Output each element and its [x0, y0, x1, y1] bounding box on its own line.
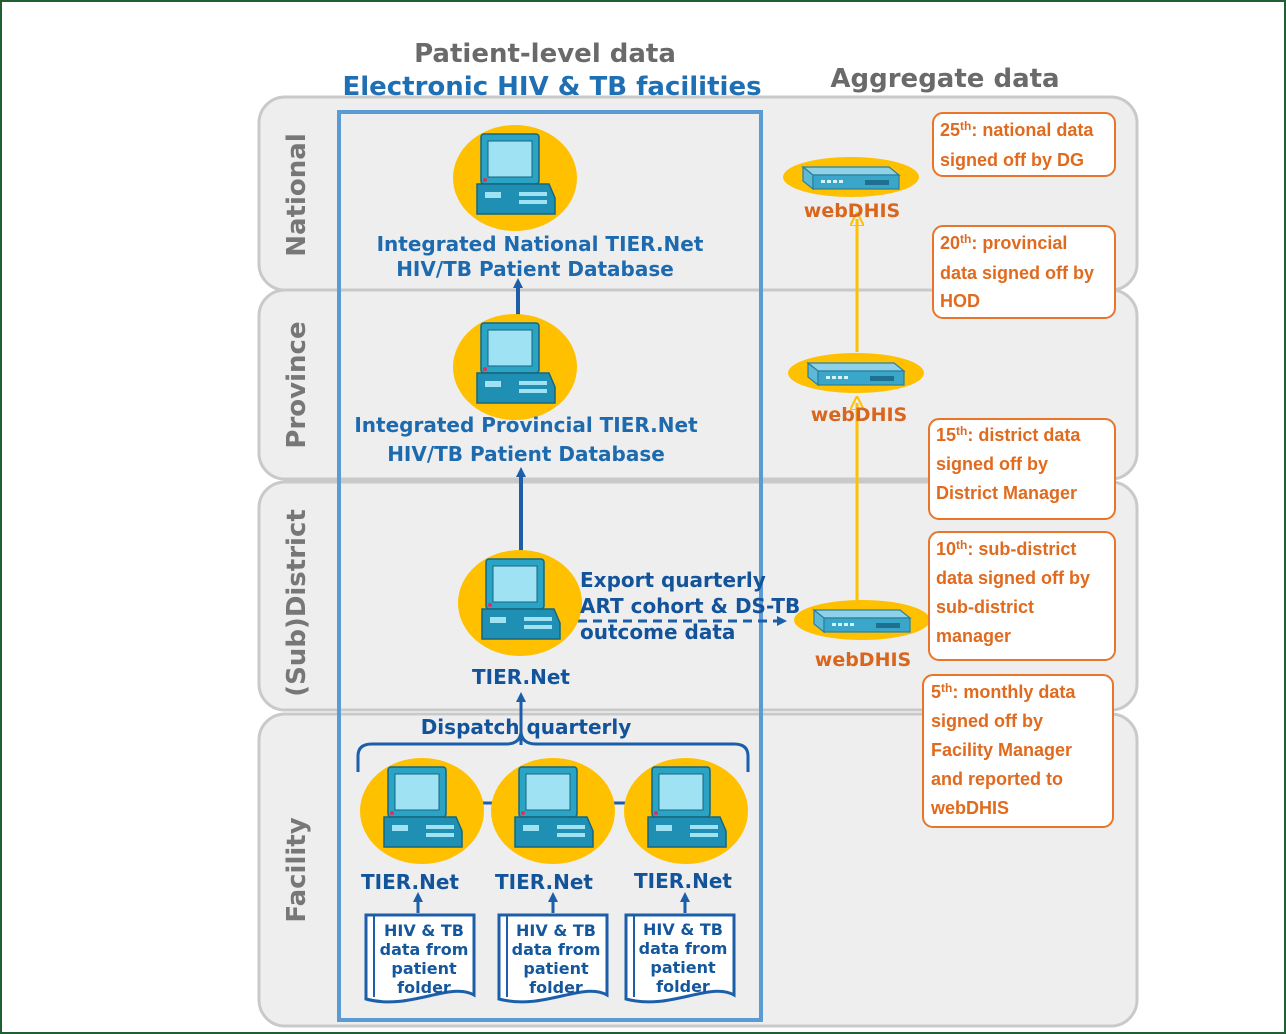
note-facility: 5th: monthly data signed off by Facility…	[922, 674, 1114, 828]
doc2-line4: folder	[529, 978, 583, 997]
doc2-line1: HIV & TB	[516, 921, 596, 940]
server-icon	[787, 352, 925, 394]
note-district-line3: District Manager	[936, 483, 1077, 503]
national-db-label-line1: Integrated National TIER.Net	[377, 232, 704, 256]
note-district-box	[928, 418, 1116, 520]
provincial-db-label-line1: Integrated Provincial TIER.Net	[354, 413, 698, 437]
note-facility-line5: webDHIS	[930, 798, 1009, 818]
webdhis-label-subdistrict: webDHIS	[815, 649, 911, 671]
note-subdistrict-line1: 10th: sub-district	[936, 538, 1076, 559]
note-subdistrict-line3: sub-district	[936, 597, 1034, 617]
note-national-line2: signed off by DG	[940, 150, 1084, 170]
document-text-3: HIV & TB data from patient folder	[639, 920, 728, 996]
doc1-line1: HIV & TB	[384, 921, 464, 940]
server-icon	[793, 599, 931, 641]
doc3-line4: folder	[656, 977, 710, 996]
note-facility-line1: 5th: monthly data	[931, 681, 1076, 702]
facility-tiernet-label-1: TIER.Net	[361, 870, 459, 894]
national-db-label-line2: HIV/TB Patient Database	[396, 257, 674, 281]
note-province-line3: HOD	[940, 291, 980, 311]
dispatch-brace	[356, 731, 750, 772]
computer-icon	[623, 757, 749, 865]
computer-icon	[490, 757, 616, 865]
computer-icon	[359, 757, 485, 865]
note-district-line1: 15th: district data	[936, 424, 1081, 445]
band-subdistrict	[257, 480, 1139, 712]
subdistrict-tiernet-label: TIER.Net	[472, 665, 570, 689]
webdhis-label-province: webDHIS	[811, 404, 907, 426]
facility-tiernet-label-2: TIER.Net	[495, 870, 593, 894]
computer-icon	[452, 124, 578, 232]
band-label-subdistrict: (Sub)District	[282, 509, 312, 697]
webdhis-label-national: webDHIS	[804, 200, 900, 222]
export-text-line3: outcome data	[580, 620, 735, 644]
doc1-line2: data from	[380, 940, 469, 959]
doc2-line3: patient	[523, 959, 589, 978]
note-district: 15th: district data signed off by Distri…	[928, 418, 1116, 520]
aggregate-data-header: Aggregate data	[830, 64, 1059, 94]
note-subdistrict-line4: manager	[936, 626, 1011, 646]
doc3-line3: patient	[650, 958, 716, 977]
facility-tiernet-label-3: TIER.Net	[634, 869, 732, 893]
band-label-province: Province	[282, 321, 312, 448]
band-label-facility: Facility	[282, 817, 312, 922]
export-text-line2: ART cohort & DS-TB	[580, 594, 800, 618]
doc3-line1: HIV & TB	[643, 920, 723, 939]
note-province-box	[932, 225, 1116, 319]
patient-level-box	[337, 110, 763, 1022]
note-subdistrict-box	[928, 531, 1116, 661]
document-text-2: HIV & TB data from patient folder	[512, 921, 601, 997]
document-text-1: HIV & TB data from patient folder	[380, 921, 469, 997]
note-subdistrict-line2: data signed off by	[936, 568, 1090, 588]
note-district-line2: signed off by	[936, 454, 1048, 474]
doc1-line3: patient	[391, 959, 457, 978]
note-facility-box	[922, 674, 1114, 828]
note-national-box	[932, 112, 1116, 177]
note-province-line1: 20th: provincial	[940, 232, 1067, 253]
note-facility-line2: signed off by	[931, 711, 1043, 731]
export-text-line1: Export quarterly	[580, 568, 766, 592]
note-province: 20th: provincial data signed off by HOD	[932, 225, 1116, 319]
provincial-db-label-line2: HIV/TB Patient Database	[387, 442, 665, 466]
patient-level-header: Patient-level data	[414, 39, 676, 69]
doc1-line4: folder	[397, 978, 451, 997]
doc2-line2: data from	[512, 940, 601, 959]
computer-icon	[452, 313, 578, 421]
doc3-line2: data from	[639, 939, 728, 958]
note-subdistrict: 10th: sub-district data signed off by su…	[928, 531, 1116, 661]
note-national: 25th: national data signed off by DG	[932, 112, 1116, 177]
band-label-national: National	[282, 133, 312, 256]
note-province-line2: data signed off by	[940, 263, 1094, 283]
note-facility-line4: and reported to	[931, 769, 1063, 789]
dispatch-quarterly-text: Dispatch quarterly	[421, 715, 632, 739]
note-national-line1: 25th: national data	[940, 119, 1094, 140]
note-facility-line3: Facility Manager	[931, 740, 1072, 760]
computer-icon	[457, 549, 583, 657]
server-icon	[782, 156, 920, 198]
